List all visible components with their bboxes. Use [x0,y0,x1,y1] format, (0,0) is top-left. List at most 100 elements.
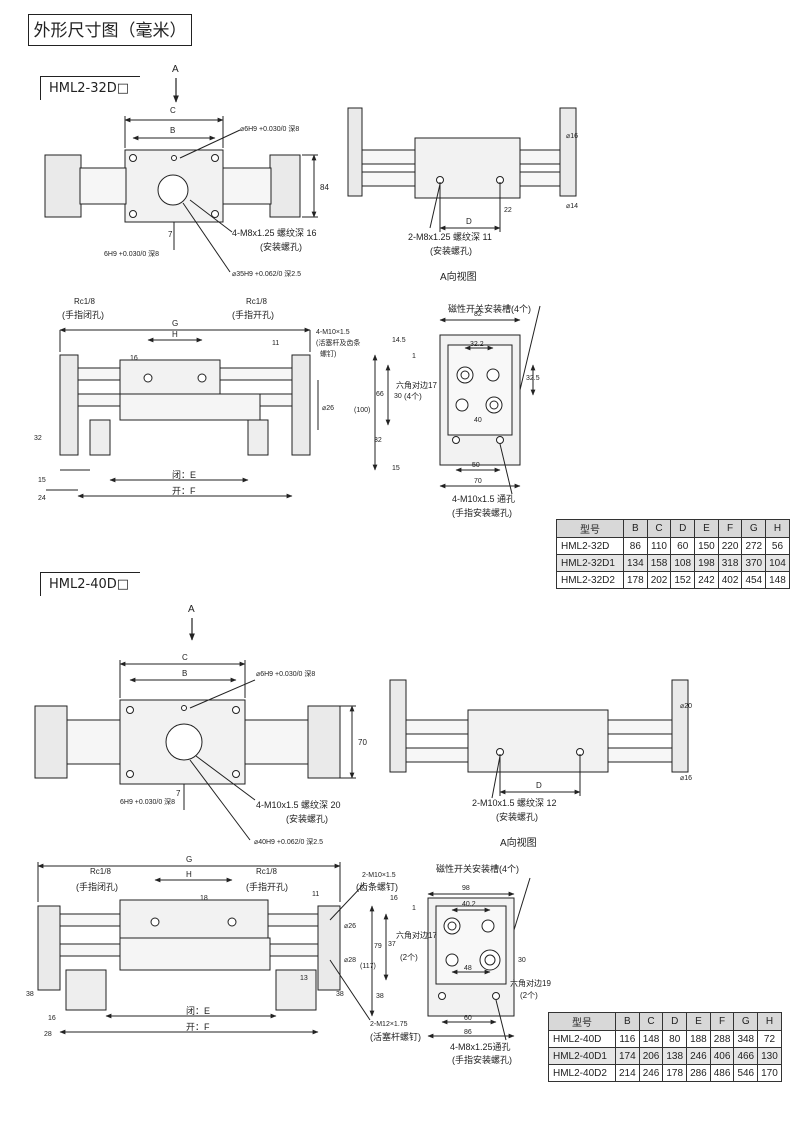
dim-11-32: 11 [272,340,279,347]
open-label-32: 开：F [172,486,196,496]
dim-d26-32: ⌀26 [322,405,334,412]
dim-38-plan-right: 38 [336,991,344,998]
a-view-label-32: A向视图 [440,270,477,283]
dim-98: 98 [462,885,470,892]
m10-label-32: 4-M10×1.5 [316,329,350,336]
dim-d16-32: ⌀16 [566,133,578,140]
dim-117: (117) [360,963,376,970]
dim-22-32: 22 [504,207,512,214]
dim-d-32: D [466,217,472,226]
hex-label-32: 六角对边17 [396,380,437,390]
a-view-label-40: A向视图 [500,836,537,849]
dim-24-plan-32: 24 [38,495,46,502]
dim-11-40: 11 [312,891,319,898]
dim-70-40: 70 [358,738,367,747]
m10-note1-32: (活塞杆及齿条 [316,338,360,347]
rc-right-label-40: Rc1/8 [256,867,277,876]
dim-86: 86 [464,1029,472,1036]
rc-right-label-32: Rc1/8 [246,297,267,306]
dim-16-plan-40: 16 [48,1015,56,1022]
dim-13-40: 13 [300,975,308,982]
end-thread-note-40: (手指安装螺孔) [452,1054,512,1065]
dim-82: 82 [474,311,482,318]
rc-left-label-32: Rc1/8 [74,297,95,306]
hole-top-label-32: ⌀6H9 +0.030/0 深8 [240,124,299,133]
dim-28-plan-40: 28 [44,1031,52,1038]
dim-d28-40: ⌀28 [344,957,356,964]
side-view-40 [389,679,689,799]
dim-d26-40: ⌀26 [344,923,356,930]
table-row: HML2-32D1 134 158 108 198 318 370 104 [556,554,790,572]
model-tag-32: HML2-32D□ [40,76,140,100]
dim-d-40: D [536,781,542,790]
side-thread-note-32: (安装螺孔) [430,245,472,256]
dim-32-end: 32 [374,437,382,444]
dim-32-2: 32.2 [470,341,484,348]
dim-40: 40 [474,417,482,424]
dim-h-32: H [172,330,178,339]
dim-30-32: 30 [394,393,402,400]
dim-32-plan: 32 [34,435,42,442]
open-label-40: 开：F [186,1022,210,1032]
bore-label-32: ⌀35H9 +0.062/0 深2.5 [232,269,301,278]
dim-79: 79 [374,943,382,950]
dim-15-plan-32: 15 [38,477,46,484]
rc-left-note-40: (手指闭孔) [76,881,118,892]
hex17-label-40: 六角对边17 [396,930,437,940]
svg-text:A: A [172,64,179,75]
dim-50: 50 [472,462,480,469]
front-view-32 [44,116,318,273]
table-header-row: 型号 B C D E F G H [556,519,790,538]
rc-left-label-40: Rc1/8 [90,867,111,876]
dim-7-40: 7 [176,789,181,798]
spec-table-40: 型号 B C D E F G H HML2-40D 116 148 80 188… [548,1012,782,1082]
side-view-32 [347,107,577,232]
dim-84: 84 [320,183,329,192]
dim-14-5: 14.5 [392,337,406,344]
m12-note-40: (活塞杆螺钉) [370,1031,421,1042]
thread-note-40: (安装螺孔) [286,813,328,824]
dim-40-2: 40.2 [462,901,476,908]
thread-label-40: 4-M10x1.5 螺纹深 20 [256,799,341,810]
dim-15-end: 15 [392,465,400,472]
dim-16-end-40: 16 [390,895,398,902]
bore-label-40: ⌀40H9 +0.062/0 深2.5 [254,837,323,846]
rc-right-note-40: (手指开孔) [246,881,288,892]
dim-66: 66 [376,391,384,398]
thread-note-32: (安装螺孔) [260,241,302,252]
plan-view-32 [46,327,319,499]
front-view-40 [34,660,356,841]
end-thread-note-32: (手指安装螺孔) [452,507,512,518]
close-label-32: 闭：E [172,469,196,480]
table-header-row: 型号 B C D E F G H [548,1012,782,1031]
dim-b-32: B [170,126,175,135]
view-arrow-a-32: A [172,64,179,103]
table-row: HML2-32D 86 110 60 150 220 272 56 [556,537,790,555]
spec-table-32: 型号 B C D E F G H HML2-32D 86 110 60 150 … [556,519,790,589]
slot-label-40: 磁性开关安装槽(4个) [436,863,519,874]
dim-38-end-40: 38 [376,993,384,1000]
view-arrow-a-40: A [188,604,195,641]
dim-16-32: 16 [130,355,138,362]
dim-37: 37 [388,941,396,948]
dim-32-5: 32.5 [526,375,540,382]
table-row: HML2-32D2 178 202 152 242 402 454 148 [556,571,790,589]
hex-count-32: (4个) [404,392,422,401]
hole-bottom-label-32: 6H9 +0.030/0 深8 [104,249,159,258]
m10-label-40: 2-M10×1.5 [362,872,396,879]
hex17-count-40: (2个) [400,953,418,962]
dim-1-40: 1 [412,905,416,912]
end-view-40 [369,877,531,1041]
hole-bottom-label-40: 6H9 +0.030/0 深8 [120,797,175,806]
plan-view-40 [37,862,371,1035]
side-thread-label-32: 2-M8x1.25 螺纹深 11 [408,231,492,242]
rc-right-note-32: (手指开孔) [232,309,274,320]
close-label-40: 闭：E [186,1005,210,1016]
dim-d16-40: ⌀16 [680,775,692,782]
end-thread-label-40: 4-M8x1.25通孔 [450,1042,511,1052]
dim-7-32: 7 [168,230,173,239]
table-row: HML2-40D 116 148 80 188 288 348 72 [548,1030,782,1048]
side-thread-label-40: 2-M10x1.5 螺纹深 12 [472,797,557,808]
hole-top-label-40: ⌀6H9 +0.030/0 深8 [256,669,315,678]
